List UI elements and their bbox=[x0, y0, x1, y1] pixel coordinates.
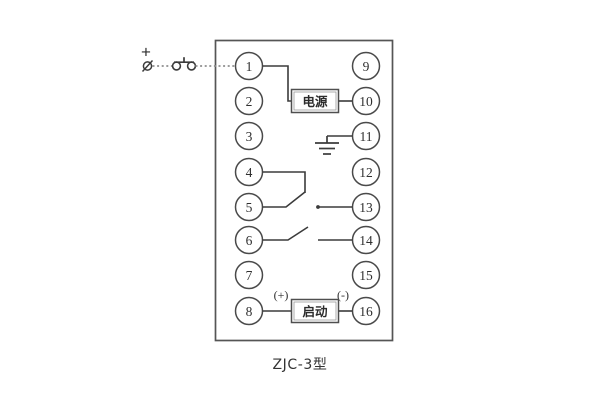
terminal-16-number: 16 bbox=[359, 304, 373, 319]
terminal-13-number: 13 bbox=[359, 200, 373, 215]
terminal-13[interactable]: 13 bbox=[351, 192, 381, 222]
terminal-3-number: 3 bbox=[246, 129, 253, 144]
start-polarity-negative-label: (-) bbox=[337, 288, 349, 302]
terminal-9[interactable]: 9 bbox=[351, 51, 381, 81]
power-supply-box[interactable]: 电源 bbox=[290, 88, 340, 114]
terminal-4-number: 4 bbox=[246, 165, 253, 180]
external-supply-plus-label: + bbox=[141, 43, 151, 62]
terminal-6-number: 6 bbox=[246, 233, 253, 248]
wire-terminal4-to-contact-pivot bbox=[262, 171, 306, 193]
terminal-7[interactable]: 7 bbox=[234, 260, 264, 290]
terminal-14-number: 14 bbox=[359, 233, 373, 248]
power-supply-label: 电源 bbox=[302, 94, 328, 109]
terminal-8-number: 8 bbox=[246, 304, 253, 319]
terminal-11-number: 11 bbox=[360, 129, 373, 144]
terminal-4[interactable]: 4 bbox=[234, 157, 264, 187]
terminal-15-number: 15 bbox=[359, 268, 373, 283]
wire-terminal1-to-power-supply bbox=[262, 65, 292, 102]
wire-terminal6-contact-blade bbox=[262, 226, 309, 241]
terminal-2-number: 2 bbox=[246, 94, 253, 109]
terminal-5-number: 5 bbox=[246, 200, 253, 215]
terminal-2[interactable]: 2 bbox=[234, 86, 264, 116]
relay-terminal-enclosure bbox=[214, 39, 394, 342]
diagram-caption: ZJC-3型 bbox=[272, 357, 327, 373]
terminal-10[interactable]: 10 bbox=[351, 86, 381, 116]
terminal-3[interactable]: 3 bbox=[234, 121, 264, 151]
terminal-16[interactable]: 16 bbox=[351, 296, 381, 326]
slashed-circle-terminal-icon bbox=[141, 59, 154, 73]
terminal-15[interactable]: 15 bbox=[351, 260, 381, 290]
terminal-14[interactable]: 14 bbox=[351, 225, 381, 255]
terminal-5[interactable]: 5 bbox=[234, 192, 264, 222]
earth-ground-icon bbox=[315, 136, 339, 155]
terminal-10-number: 10 bbox=[359, 94, 373, 109]
terminal-1-number: 1 bbox=[246, 59, 253, 74]
terminal-11[interactable]: 11 bbox=[351, 121, 381, 151]
terminal-6[interactable]: 6 bbox=[234, 225, 264, 255]
start-button-box[interactable]: 启动 bbox=[290, 298, 340, 324]
terminal-1[interactable]: 1 bbox=[234, 51, 264, 81]
terminal-7-number: 7 bbox=[246, 268, 253, 283]
wire-terminal5-contact-blade bbox=[262, 191, 306, 208]
push-button-switch-icon bbox=[171, 57, 197, 71]
terminal-12-number: 12 bbox=[359, 165, 373, 180]
contact-node-dot-13 bbox=[316, 205, 320, 209]
terminal-9-number: 9 bbox=[363, 59, 370, 74]
terminal-12[interactable]: 12 bbox=[351, 157, 381, 187]
terminal-8[interactable]: 8 bbox=[234, 296, 264, 326]
start-polarity-positive-label: (+) bbox=[274, 288, 289, 302]
start-button-label: 启动 bbox=[302, 304, 328, 319]
